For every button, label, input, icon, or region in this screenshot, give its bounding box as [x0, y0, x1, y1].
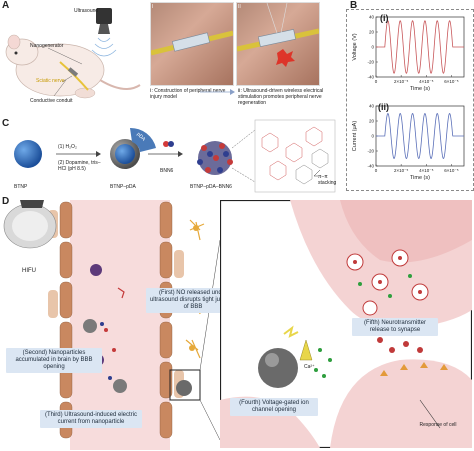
stimulation-photo [236, 2, 320, 86]
x-tick-label: 0 [375, 168, 378, 173]
btnp-label: BTNP [14, 184, 28, 190]
plot-ii-label: (ii) [378, 102, 389, 112]
x-tick-label: 2×10⁻⁵ [394, 168, 409, 173]
photo1-numeral: I [152, 4, 154, 10]
signal-line [376, 20, 464, 74]
bnn6-label: BNN6 [160, 168, 174, 174]
plot-frame [375, 105, 465, 167]
btnp-particle [14, 140, 42, 168]
y-tick-label: -20 [367, 149, 374, 154]
caption-step2: Ⅱ: Ultrasound-driven wireless electrical… [238, 88, 324, 106]
x-tick-label: 6×10⁻⁵ [444, 168, 459, 173]
y-tick-label: 0 [371, 45, 374, 50]
fourth-step-label: (Fourth) Voltage-gated ion channel openi… [230, 398, 318, 416]
mouse-illustration [5, 8, 141, 99]
ultrasound-label: Ultrasound [74, 8, 99, 14]
arrow-icon [200, 89, 235, 95]
y-tick-label: -40 [367, 75, 374, 80]
third-step-label: (Third) Ultrasound-induced electric curr… [40, 410, 142, 428]
panel-b-letter: B [350, 0, 358, 11]
nerve-injury-photo [150, 2, 234, 86]
y-axis-label: Current (μA) [352, 121, 358, 152]
fifth-step-label: (Fifth) Neurotransmitter release to syna… [352, 318, 438, 336]
voltage-chart: -40 -20 0 20 40 0 2×10⁻⁵ 4×10⁻⁵ 6×10⁻⁵ Time (s) Vo… [352, 15, 465, 92]
y-tick-label: 20 [369, 119, 375, 124]
response-label: Response of cell [419, 422, 457, 428]
y-tick-label: -40 [367, 164, 374, 169]
synthesis-scheme [14, 119, 336, 193]
y-tick-label: 40 [369, 15, 375, 20]
nanogenerator-label: Nanogenerator [30, 43, 64, 49]
y-tick-label: -20 [367, 60, 374, 65]
plot-i-label: (i) [380, 13, 389, 23]
step1-label: (1) H₂O₂ [58, 144, 77, 150]
photo2-numeral: II [238, 4, 241, 10]
btnp-pda-label: BTNP–pDA [110, 184, 136, 190]
x-tick-label: 4×10⁻⁵ [419, 168, 434, 173]
btnp-pda-bnn6-label: BTNP–pDA–BNN6 [190, 184, 232, 190]
calcium-label: Ca²⁺ [304, 364, 315, 370]
y-tick-label: 40 [369, 104, 375, 109]
x-tick-label: 6×10⁻⁵ [444, 79, 459, 84]
x-tick-label: 0 [375, 79, 378, 84]
panel-c-letter: C [2, 118, 10, 129]
x-axis-label: Time (s) [410, 175, 430, 181]
second-step-label: (Second) Nanoparticles accumulated in br… [6, 348, 102, 373]
y-axis-label: Voltage (V) [352, 33, 358, 60]
current-chart: -40 -20 0 20 40 0 2×10⁻⁵ 4×10⁻⁵ 6×10⁻⁵ Time (s) Cu… [352, 104, 465, 181]
pi-stacking-label: π–π stacking [318, 174, 337, 186]
y-tick-label: 20 [369, 30, 375, 35]
y-tick-label: 0 [371, 134, 374, 139]
step2-label: (2) Dopamine, tris–HCl (pH 8.5) [58, 160, 101, 172]
conductive-conduit-label: Conductive conduit [30, 98, 73, 104]
signal-line [376, 113, 464, 159]
panel-a-letter: A [2, 0, 10, 11]
x-tick-label: 2×10⁻⁵ [394, 79, 409, 84]
panel-d-letter: D [2, 196, 10, 207]
sciatic-nerve-label: Sciatic nerve [36, 78, 65, 84]
x-tick-label: 4×10⁻⁵ [419, 79, 434, 84]
x-axis-label: Time (s) [410, 86, 430, 92]
hifu-label: HIFU [22, 268, 36, 274]
caption-step1: Ⅰ: Construction of peripheral nerve inju… [150, 88, 226, 100]
